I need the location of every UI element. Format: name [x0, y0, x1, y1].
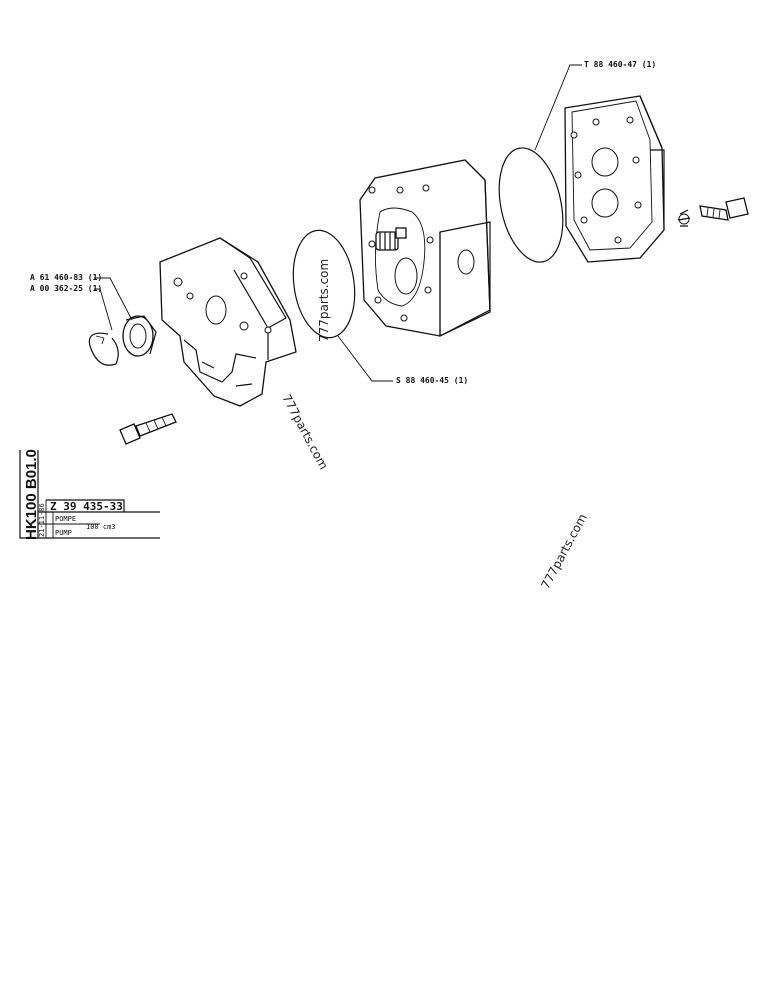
rear-bolt	[699, 197, 749, 221]
shaft-seal	[122, 315, 157, 357]
part-spec: 100 cm3	[86, 523, 116, 531]
lock-washer	[677, 209, 691, 227]
watermark-1: 777parts.com	[317, 259, 331, 342]
back-cover-plate	[564, 95, 665, 263]
callout-t-ring-label: T 88 460-47 (1)	[584, 60, 656, 69]
watermark-3: 777parts.com	[538, 511, 589, 591]
s-o-ring	[292, 229, 356, 339]
title-block: HK100 B01.0 Z 39 435-33 21-11-86 POMPE P…	[19, 449, 160, 540]
part-number: Z 39 435-33	[50, 500, 123, 513]
callout-a-seal: A 61 460-83 (1) A 00 362-25 (1)	[30, 273, 133, 331]
part-name-en: PUMP	[55, 529, 72, 537]
drawing-date: 21-11-86	[38, 503, 46, 537]
callout-s-ring: S 88 460-45 (1)	[337, 335, 468, 385]
front-bolt	[119, 413, 177, 445]
callout-s-ring-label: S 88 460-45 (1)	[396, 376, 468, 385]
watermark-2: 777parts.com	[279, 392, 330, 472]
part-name-fr: POMPE	[55, 515, 76, 523]
callout-a-seal-label-2: A 00 362-25 (1)	[30, 284, 102, 293]
group-code: HK100 B01.0	[23, 449, 40, 540]
callout-a-seal-label-1: A 61 460-83 (1)	[30, 273, 102, 282]
front-flange-housing	[159, 237, 297, 407]
t-o-ring	[498, 147, 564, 263]
callout-t-ring: T 88 460-47 (1)	[534, 60, 656, 151]
circlip	[88, 332, 119, 366]
pump-body	[359, 159, 491, 337]
